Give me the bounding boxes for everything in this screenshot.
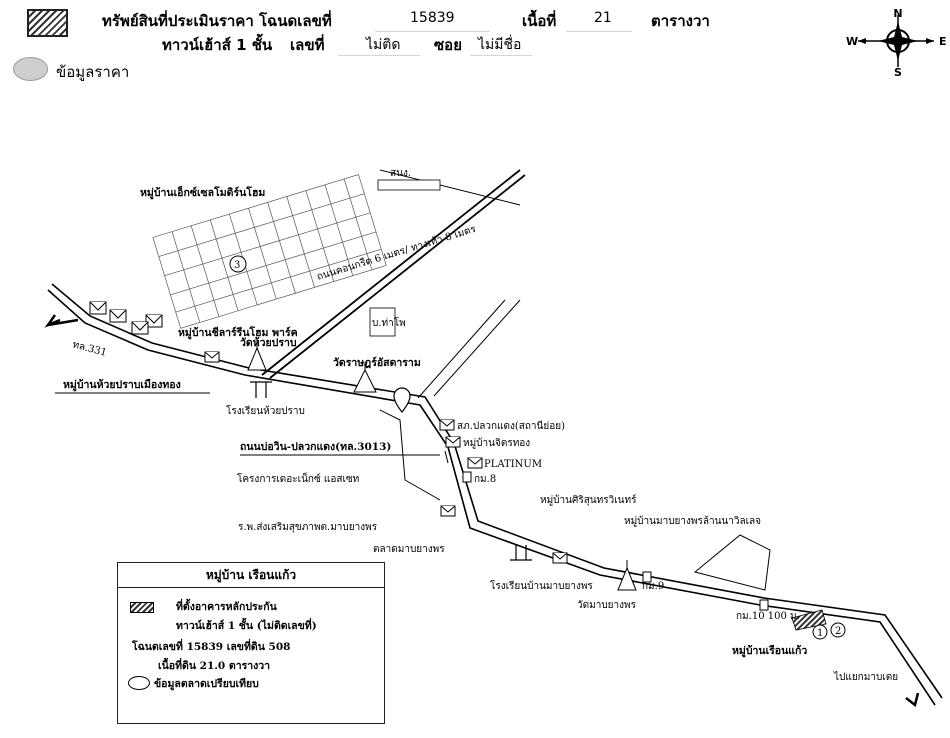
compass-n: N	[893, 7, 902, 20]
area-value: 21	[594, 10, 612, 26]
legend-line-3: โฉนดเลขที่ 15839 เลขที่ดิน 508	[132, 641, 291, 653]
house-no-label: เลขที่	[290, 36, 325, 54]
label-canal: บ.ท่าโพ	[372, 316, 406, 329]
label-km9: กม.9	[642, 581, 664, 592]
label-temple-mab: วัดมาบยางพร	[577, 600, 637, 611]
compass-s: S	[894, 66, 902, 77]
label-village-huai: หมู่บ้านห้วยปราบเมืองทอง	[63, 378, 181, 392]
label-village-sri: หมู่บ้านศิริสุนทรวิเนทร์	[540, 494, 637, 506]
soi-label: ซอย	[434, 36, 462, 54]
direction-arrows	[44, 314, 920, 708]
building-top	[377, 179, 441, 191]
label-road-3013: ถนนบ่อวิน-ปลวกแดง(ทล.3013)	[240, 441, 391, 453]
legend-circle-symbol	[128, 676, 150, 690]
map-legend: หมู่บ้าน เรือนแก้ว ที่ตั้งอาคารหลักประกั…	[117, 562, 385, 724]
label-to-junction: ไปแยกมาบเตย	[833, 671, 898, 683]
label-temple-huai: วัดห้วยปราบ	[240, 336, 297, 349]
label-school-huai: โรงเรียนห้วยปราบ	[226, 404, 305, 417]
label-market: ตลาดมาบยางพร	[373, 544, 445, 555]
house-icons	[89, 301, 568, 564]
temple-icons	[247, 340, 637, 591]
canal-sign	[369, 307, 396, 337]
area-label: เนื้อที่	[522, 12, 557, 30]
compass-rose: N S W E	[842, 5, 950, 79]
label-platinum: PLATINUM	[484, 459, 542, 470]
school-icons	[250, 381, 532, 561]
legend-line-4: เนื้อที่ดิน 21.0 ตารางวา	[158, 660, 271, 672]
land-parcel	[693, 534, 771, 591]
label-school-mab: โรงเรียนบ้านมาบยางพร	[490, 579, 593, 592]
label-marker-1: 1	[817, 628, 823, 639]
label-village-jitra: หมู่บ้านจิตรทอง	[463, 437, 530, 449]
label-village-ruan: หมู่บ้านเรือนแก้ว	[732, 644, 807, 658]
area-unit: ตารางวา	[651, 12, 710, 30]
label-route-331: ทล.331	[71, 339, 108, 359]
label-village-green: หมู่บ้านชีลาร์รีนโฮม พาร์ค	[178, 326, 298, 340]
price-info-label: ข้อมูลราคา	[56, 63, 130, 81]
label-km8: กม.8	[474, 474, 496, 485]
diagonal-road	[261, 169, 526, 379]
legend-hatch-symbol	[130, 602, 154, 613]
km-markers	[462, 471, 769, 611]
compass-e: E	[939, 35, 947, 48]
compass-w: W	[846, 35, 858, 48]
label-project: โครงการเดอะเน็กซ์ แอสเซท	[237, 471, 359, 485]
label-temple-charoen: วัดราษฎร์อัสดาราม	[333, 356, 421, 369]
label-hospital: ร.พ.ส่งเสริมสุขภาพต.มาบยางพร	[238, 522, 378, 533]
label-marker-3: 3	[234, 260, 240, 271]
house-no-value: ไม่ติด	[366, 37, 401, 53]
asset-label: ทรัพย์สินที่ประเมินราคา โฉนดเลขที่	[102, 12, 332, 30]
price-info-symbol	[13, 57, 48, 81]
label-km-dist: กม.10 100 ม.	[736, 611, 800, 622]
gas-station-icon	[393, 387, 411, 413]
label-police: สภ.ปลวกแดง(สถานีย่อย)	[457, 420, 565, 432]
legend-line-1: ที่ตั้งอาคารหลักประกัน	[176, 601, 277, 613]
legend-title: หมู่บ้าน เรือนแก้ว	[118, 563, 384, 588]
marker-circles	[229, 255, 846, 640]
soi-value: ไม่มีชื่อ	[478, 37, 522, 53]
legend-line-5: ข้อมูลตลาดเปรียบเทียบ	[154, 678, 259, 690]
property-type: ทาวน์เฮ้าส์ 1 ชั้น	[162, 36, 273, 54]
subject-hatch-symbol	[27, 9, 68, 37]
legend-line-2: ทาวน์เฮ้าส์ 1 ชั้น (ไม่ติดเลขที่)	[176, 620, 317, 632]
label-marker-2: 2	[835, 626, 841, 637]
label-top-small: สนง.	[390, 168, 411, 179]
housing-estate-grid	[152, 174, 387, 329]
label-village-mabyang: หมู่บ้านมาบยางพรล้านนาวิลเลจ	[624, 515, 761, 527]
deed-number: 15839	[410, 10, 455, 26]
label-estate-top: หมู่บ้านเอ็กซ์เซลโมดิร์นโฮม	[140, 185, 265, 200]
